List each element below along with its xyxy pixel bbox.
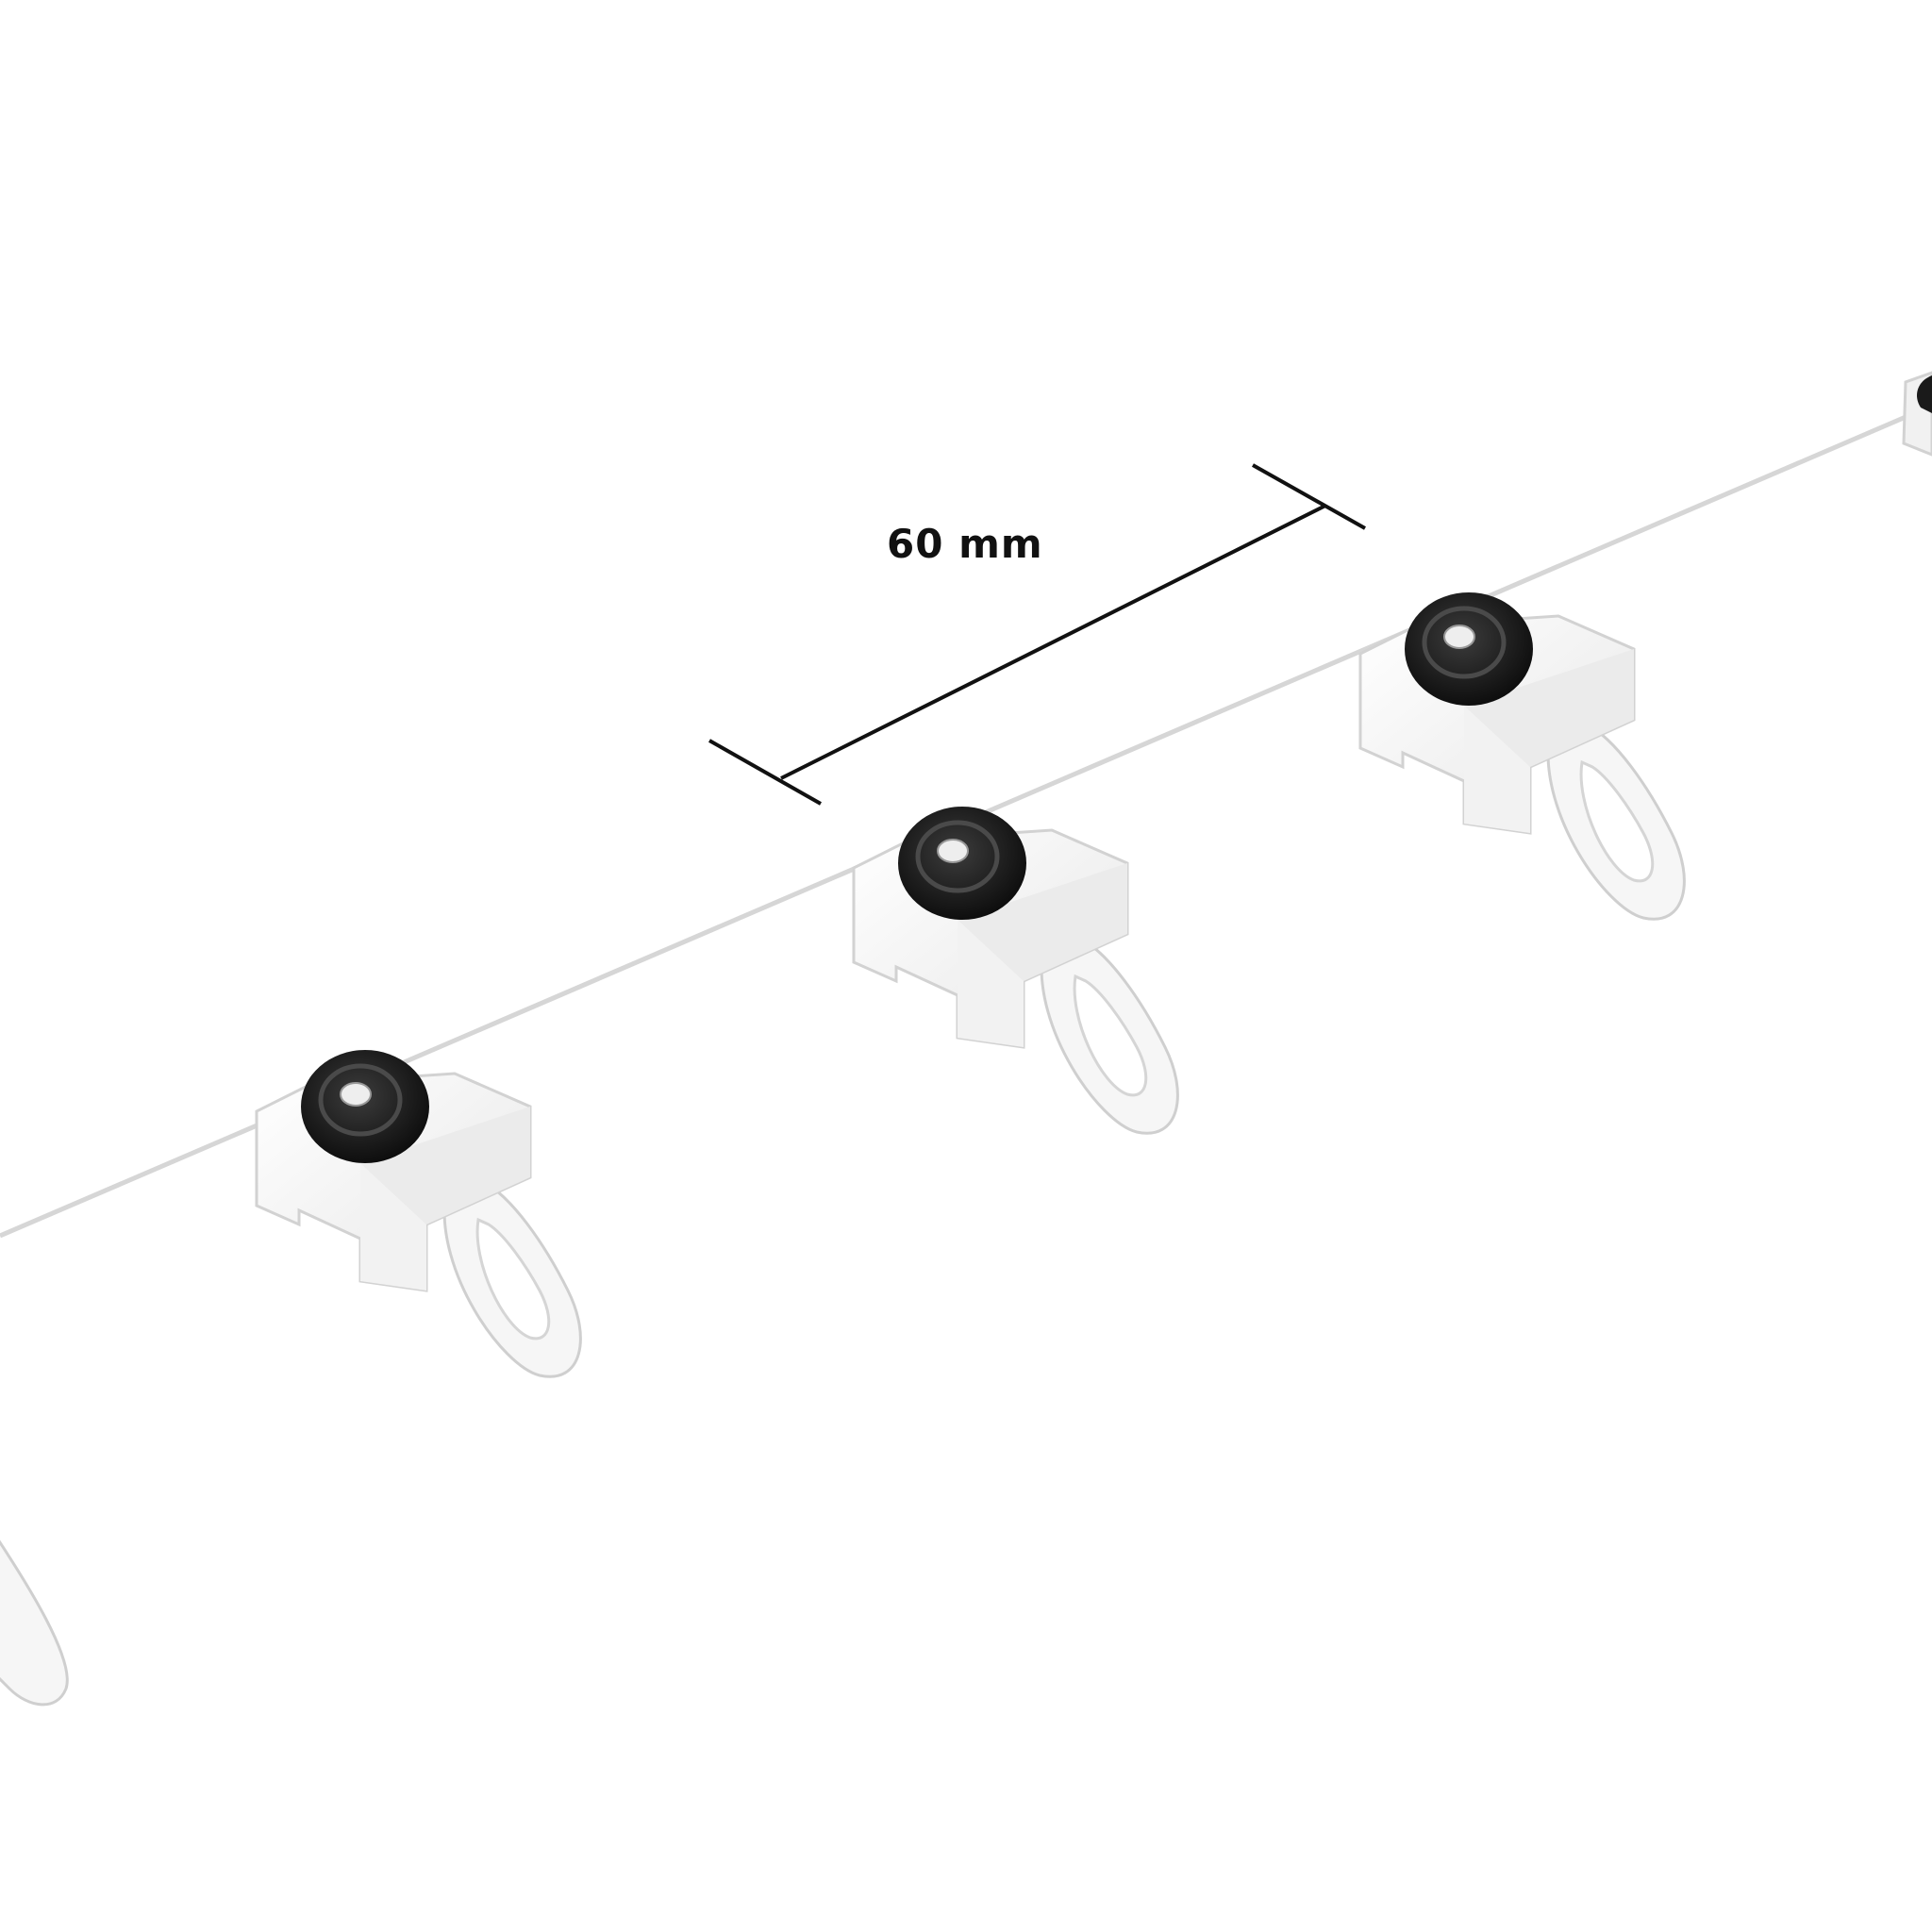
dimension-line	[780, 504, 1326, 780]
dimension-indicator	[708, 463, 1366, 806]
dimension-tick-right	[1252, 463, 1366, 530]
runner-1	[257, 1050, 580, 1376]
dimension-label: 60 mm	[887, 521, 1043, 567]
runner-2	[854, 807, 1177, 1133]
runner-partial-bottom-left	[0, 1540, 69, 1707]
dimension-tick-left	[708, 739, 822, 806]
runner-partial-top-right	[1902, 371, 1932, 457]
runner-3	[1360, 592, 1684, 919]
